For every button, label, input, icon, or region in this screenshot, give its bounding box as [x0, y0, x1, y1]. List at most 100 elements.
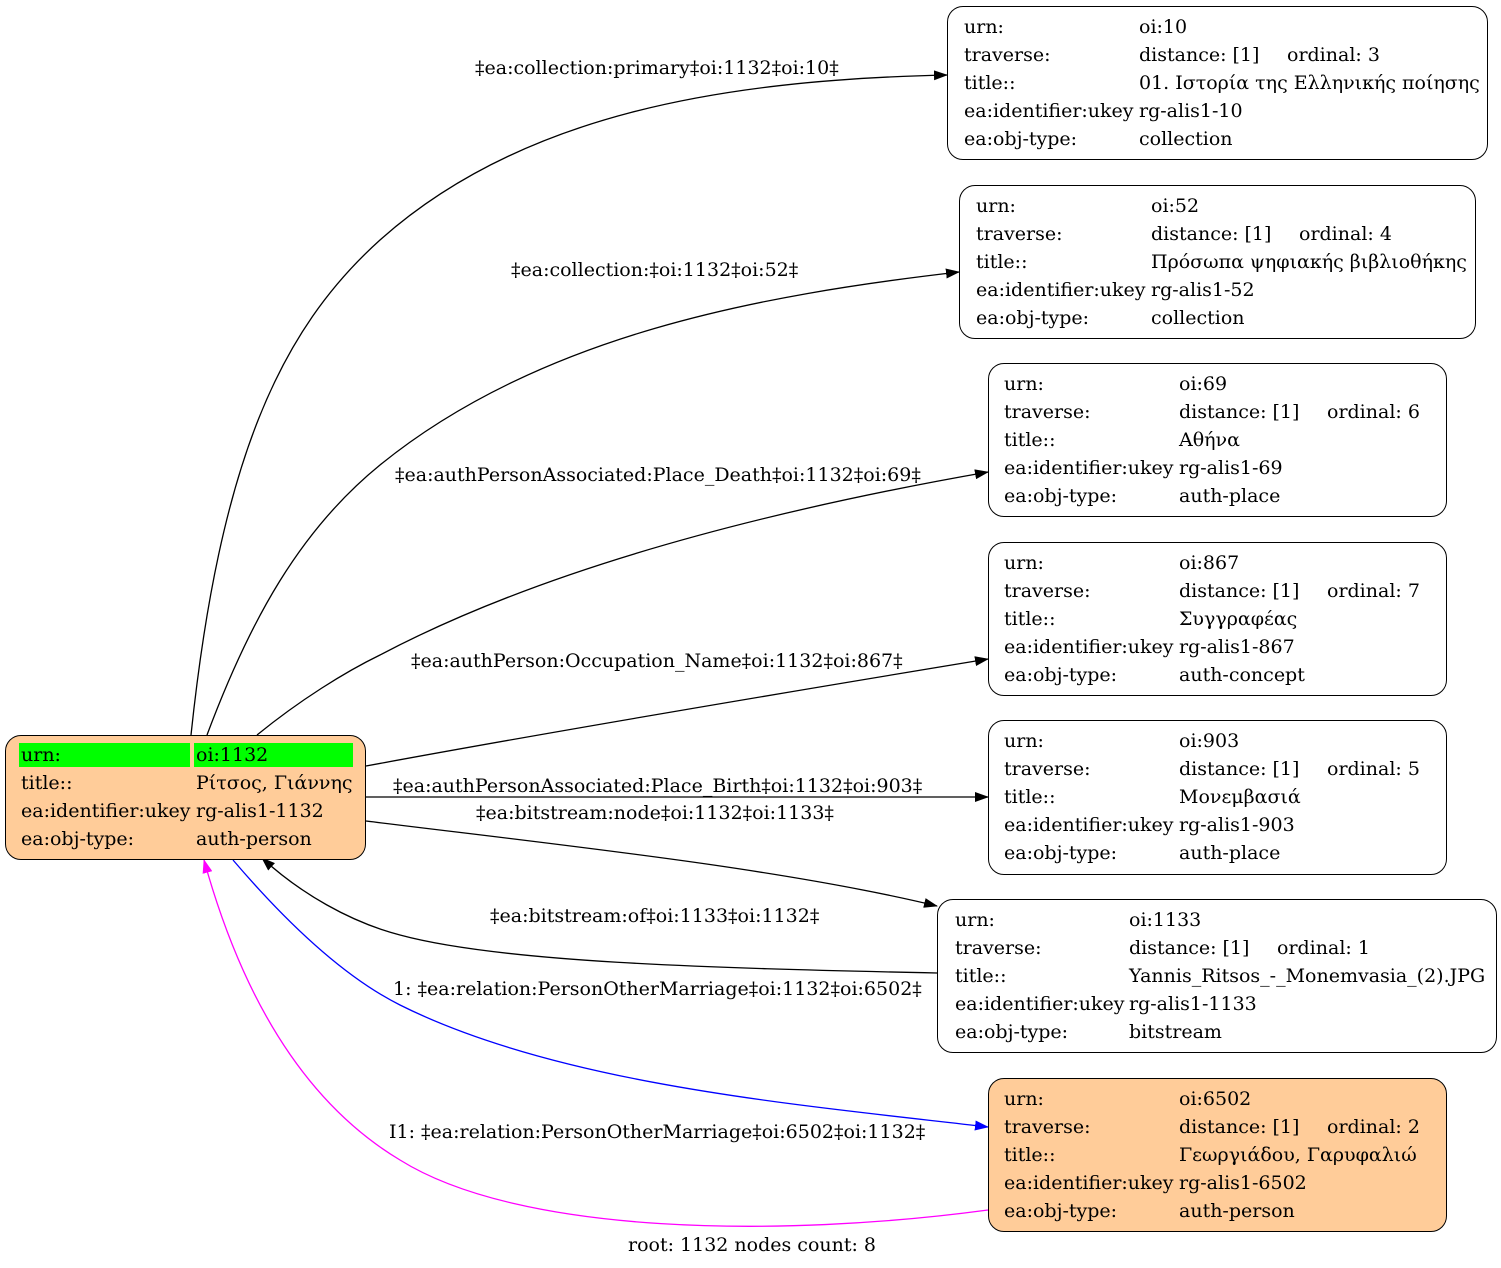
edge-label-occupation: ‡ea:authPerson:Occupation_Name‡oi:1132‡o… [411, 650, 903, 672]
distance-value: distance: [1] [1179, 758, 1300, 780]
distance-value: distance: [1] [1179, 1116, 1300, 1138]
ordinal-value: ordinal: 2 [1327, 1116, 1420, 1138]
edge-occupation[interactable] [365, 656, 989, 767]
edge-place-death[interactable] [256, 469, 989, 736]
urn-label: urn: [1004, 552, 1044, 574]
edge-bitstream-of[interactable] [261, 857, 938, 974]
node-oi-903[interactable]: urn: oi:903 traverse: distance: [1] ordinal… [988, 720, 1447, 875]
edge-label-marriage-inverse: I1: ‡ea:relation:PersonOtherMarriage‡oi:… [389, 1121, 926, 1143]
traverse-label: traverse: [976, 223, 1063, 245]
type-label: ea:obj-type: [1004, 842, 1118, 864]
ukey-value: rg-alis1-10 [1139, 100, 1243, 122]
ukey-value: rg-alis1-903 [1179, 814, 1295, 836]
root-type-label: ea:obj-type: [21, 828, 135, 850]
node-oi-10[interactable]: urn: oi:10 traverse: distance: [1] ordinal:… [947, 6, 1488, 160]
distance-value: distance: [1] [1179, 401, 1300, 423]
node-oi-69[interactable]: urn: oi:69 traverse: distance: [1] ordinal:… [988, 363, 1447, 517]
ordinal-value: ordinal: 1 [1277, 937, 1370, 959]
ukey-label: ea:identifier:ukey [1004, 457, 1174, 479]
type-value: auth-concept [1179, 664, 1305, 686]
ukey-label: ea:identifier:ukey [955, 993, 1125, 1015]
graph-footer: root: 1132 nodes count: 8 [628, 1234, 877, 1256]
title-label: title:: [1004, 608, 1056, 630]
type-label: ea:obj-type: [1004, 485, 1118, 507]
edge-label-bitstream-of: ‡ea:bitstream:of‡oi:1133‡oi:1132‡ [490, 905, 820, 927]
traverse-label: traverse: [1004, 1116, 1091, 1138]
root-urn-label: urn: [21, 744, 61, 766]
title-value: Γεωργιάδου, Γαρυφαλιώ [1179, 1144, 1417, 1166]
type-value: bitstream [1129, 1021, 1222, 1043]
ukey-label: ea:identifier:ukey [976, 279, 1146, 301]
node-oi-52[interactable]: urn:oi:52 traverse:distance: [1]ordinal:… [959, 185, 1476, 339]
ordinal-value: ordinal: 6 [1327, 401, 1420, 423]
title-value: Yannis_Ritsos_-_Monemvasia_(2).JPG [1129, 965, 1486, 987]
type-label: ea:obj-type: [1004, 664, 1118, 686]
root-ukey-value: rg-alis1-1132 [196, 800, 324, 822]
type-value: collection [1151, 307, 1245, 329]
edge-label-bitstream-node: ‡ea:bitstream:node‡oi:1132‡oi:1133‡ [476, 802, 834, 824]
title-label: title:: [976, 251, 1028, 273]
title-value: 01. Ιστορία της Ελληνικής ποίησης [1139, 72, 1480, 94]
ukey-value: rg-alis1-69 [1179, 457, 1283, 479]
node-oi-867[interactable]: urn: oi:867 traverse: distance: [1] ordinal… [988, 542, 1447, 696]
root-title-label: title:: [21, 772, 73, 794]
urn-value: oi:867 [1179, 552, 1240, 574]
traverse-label: traverse: [964, 44, 1051, 66]
traverse-label: traverse: [955, 937, 1042, 959]
title-label: title:: [964, 72, 1016, 94]
ukey-label: ea:identifier:ukey [1004, 814, 1174, 836]
edge-marriage-inverse[interactable] [202, 859, 989, 1227]
urn-value: oi:1133 [1129, 909, 1202, 931]
urn-label: urn: [1004, 1088, 1044, 1110]
edge-marriage[interactable] [232, 859, 989, 1131]
ordinal-value: ordinal: 3 [1287, 44, 1380, 66]
urn-value: oi:903 [1179, 730, 1240, 752]
edge-label-marriage: 1: ‡ea:relation:PersonOtherMarriage‡oi:1… [393, 978, 922, 1000]
urn-label: urn: [1004, 730, 1044, 752]
ordinal-value: ordinal: 7 [1327, 580, 1420, 602]
distance-value: distance: [1] [1179, 580, 1300, 602]
urn-label: urn: [964, 16, 1004, 38]
root-urn-value: oi:1132 [196, 744, 269, 766]
type-label: ea:obj-type: [955, 1021, 1069, 1043]
ukey-value: rg-alis1-1133 [1129, 993, 1257, 1015]
traverse-label: traverse: [1004, 758, 1091, 780]
type-value: auth-place [1179, 842, 1281, 864]
root-node[interactable]: urn:oi:1132 title::Ρίτσος, Γιάννης ea:id… [5, 735, 366, 860]
ordinal-value: ordinal: 5 [1327, 758, 1420, 780]
edge-collection-primary[interactable] [190, 70, 948, 736]
edge-label-place-birth: ‡ea:authPersonAssociated:Place_Birth‡oi:… [393, 775, 923, 797]
title-value: Πρόσωπα ψηφιακής βιβλιοθήκης [1151, 251, 1467, 273]
ordinal-value: ordinal: 4 [1299, 223, 1392, 245]
urn-label: urn: [1004, 373, 1044, 395]
urn-value-highlight [194, 743, 353, 767]
title-value: Μονεμβασιά [1179, 786, 1301, 808]
traverse-label: traverse: [1004, 401, 1091, 423]
type-value: collection [1139, 128, 1233, 150]
urn-label: urn: [976, 195, 1016, 217]
urn-value: oi:69 [1179, 373, 1228, 395]
type-label: ea:obj-type: [964, 128, 1078, 150]
distance-value: distance: [1] [1151, 223, 1272, 245]
ukey-label: ea:identifier:ukey [1004, 636, 1174, 658]
type-label: ea:obj-type: [976, 307, 1090, 329]
edge-bitstream-node[interactable] [365, 820, 938, 908]
ukey-value: rg-alis1-6502 [1179, 1172, 1307, 1194]
ukey-label: ea:identifier:ukey [1004, 1172, 1174, 1194]
urn-label: urn: [955, 909, 995, 931]
urn-value: oi:6502 [1179, 1088, 1252, 1110]
distance-value: distance: [1] [1139, 44, 1260, 66]
type-value: auth-place [1179, 485, 1281, 507]
title-label: title:: [1004, 1144, 1056, 1166]
title-label: title:: [1004, 786, 1056, 808]
title-label: title:: [955, 965, 1007, 987]
title-value: Συγγραφέας [1179, 608, 1298, 630]
distance-value: distance: [1] [1129, 937, 1250, 959]
node-oi-6502[interactable]: urn: oi:6502 traverse: distance: [1] ordina… [988, 1078, 1447, 1232]
traverse-label: traverse: [1004, 580, 1091, 602]
edge-collection[interactable] [206, 268, 960, 736]
node-oi-1133[interactable]: urn: oi:1133 traverse: distance: [1] ordina… [937, 899, 1497, 1053]
ukey-value: rg-alis1-867 [1179, 636, 1295, 658]
urn-value: oi:10 [1139, 16, 1188, 38]
